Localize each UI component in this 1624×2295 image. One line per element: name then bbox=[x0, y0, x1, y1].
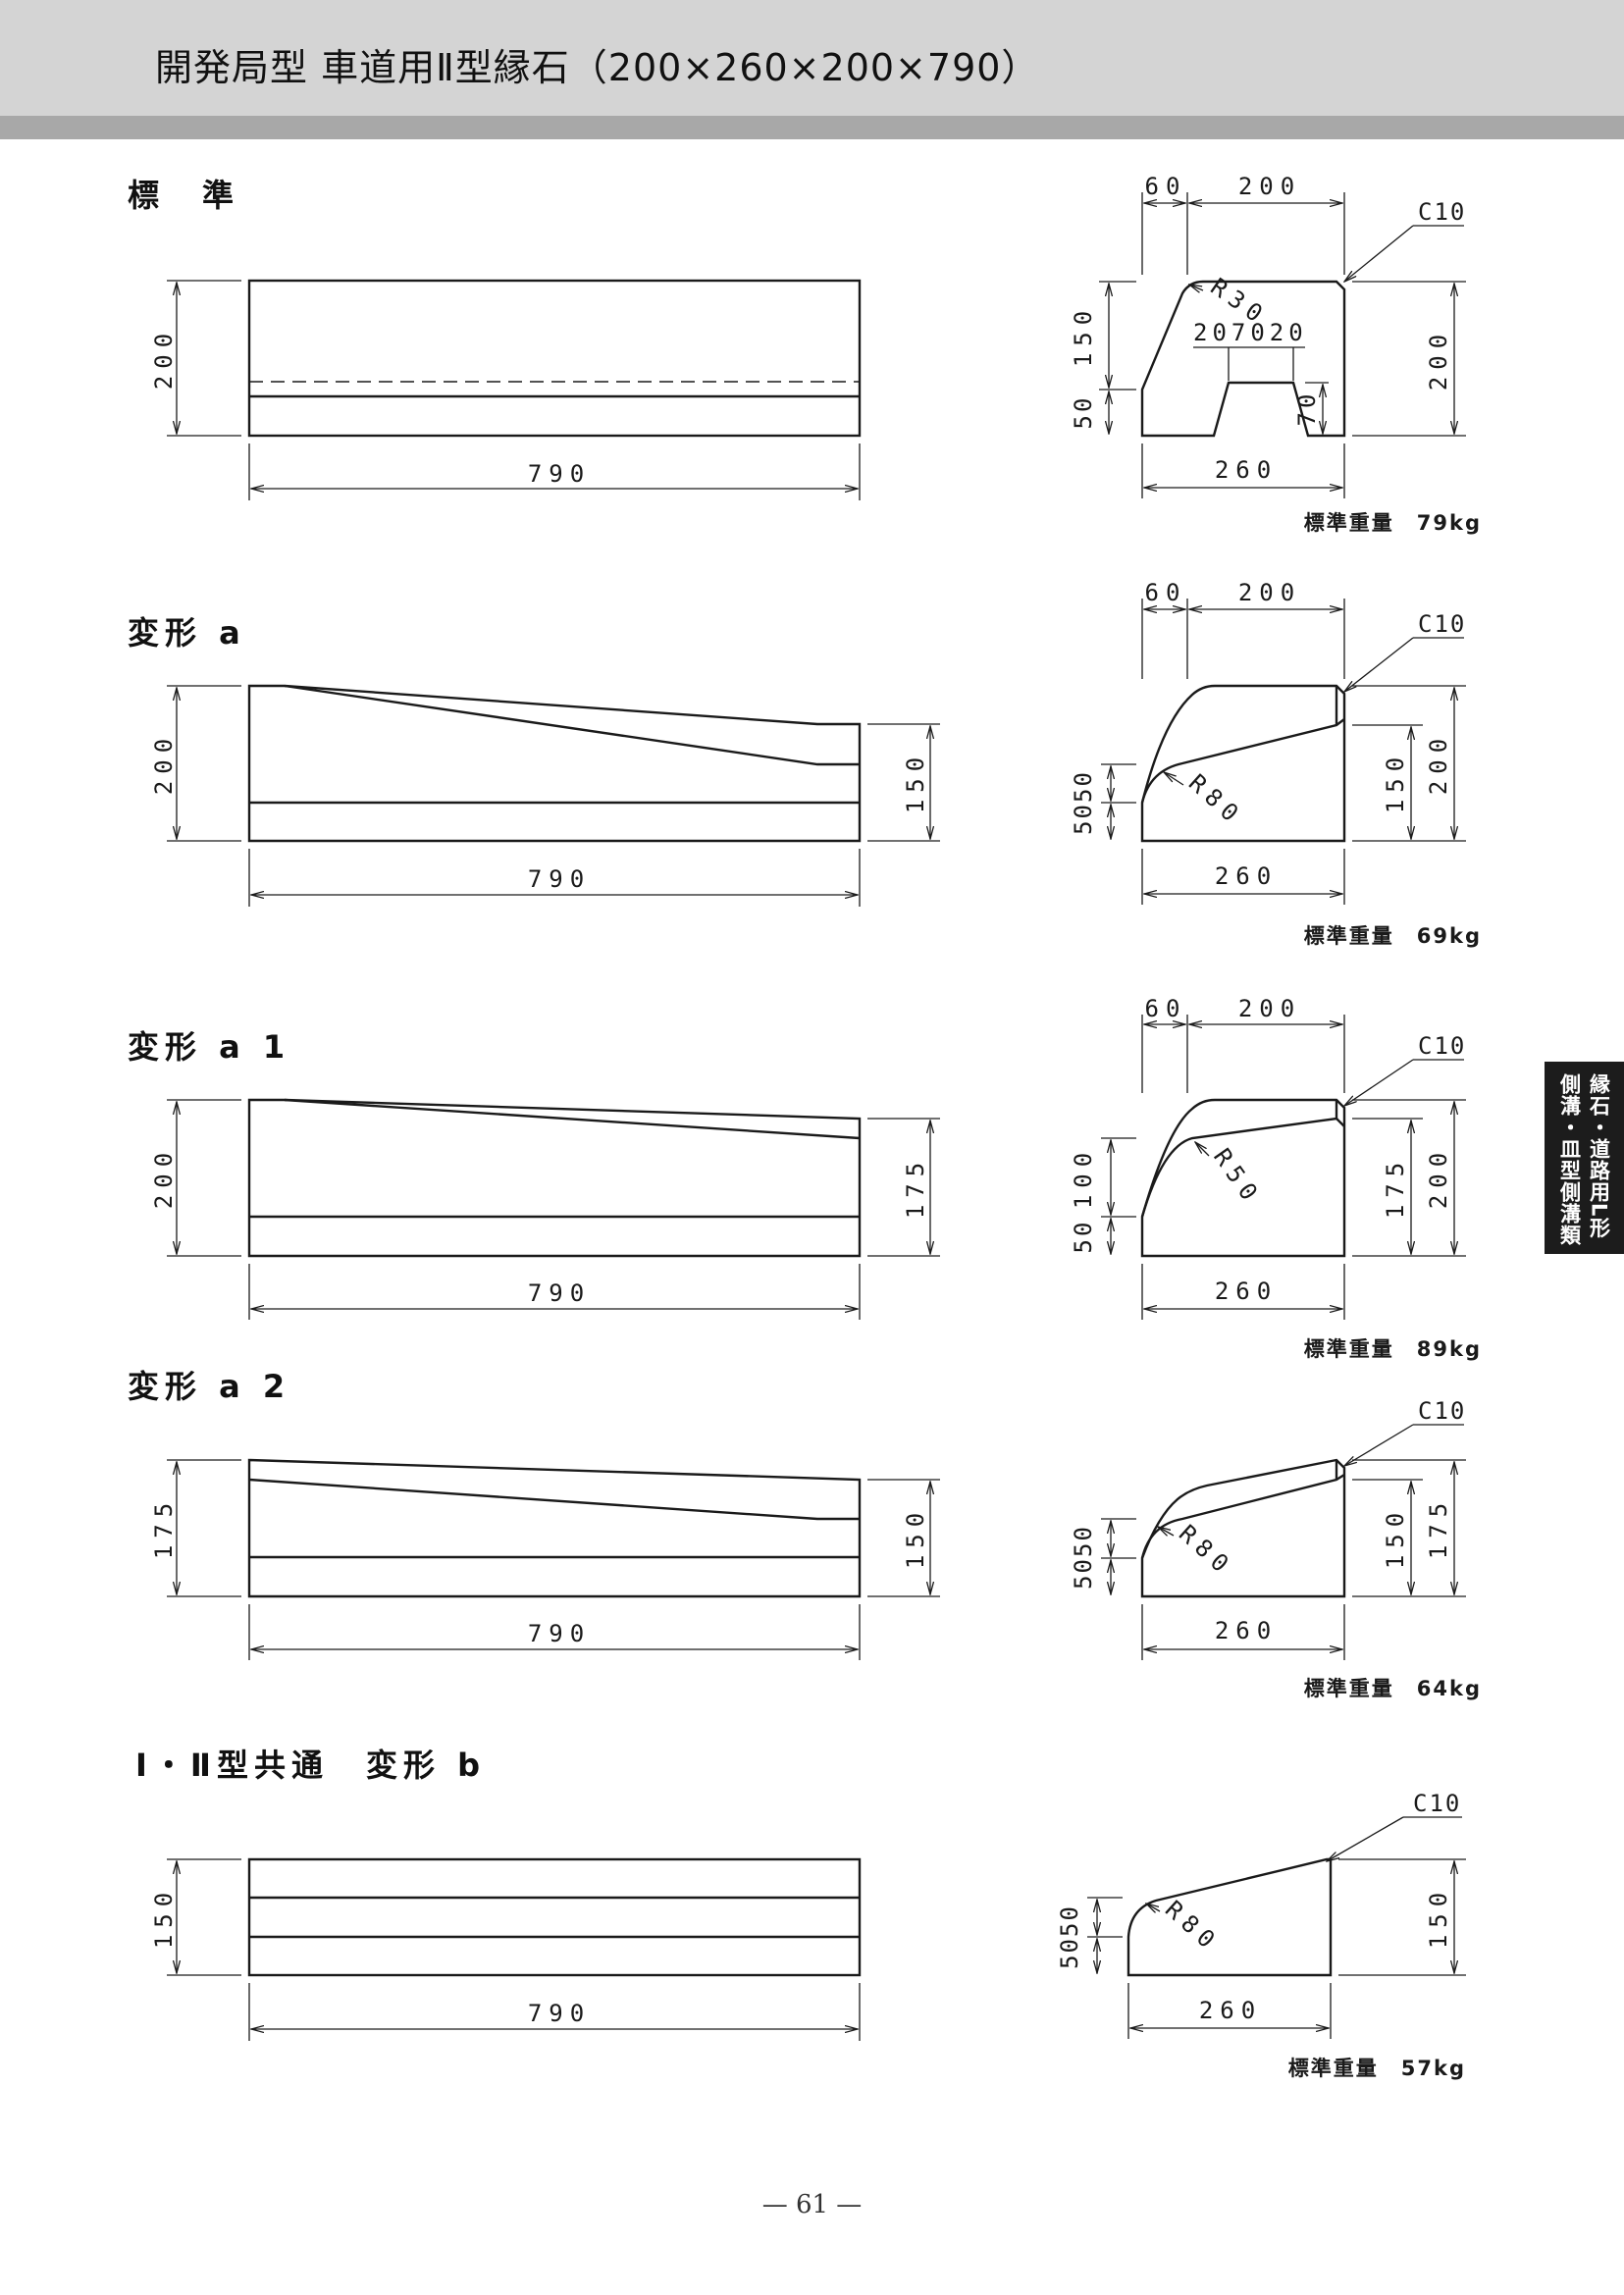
dim-length: 790 bbox=[528, 865, 591, 893]
dim-top-left: 60 bbox=[1145, 995, 1187, 1022]
section-title-variant-a2: 変形 a 2 bbox=[128, 1368, 291, 1405]
variant-a1-side-view: 200 175 790 bbox=[150, 1098, 940, 1320]
chamfer-label: C10 bbox=[1418, 1397, 1466, 1425]
dim-right-height: 150 bbox=[902, 751, 929, 813]
variant-b-side-view: 150 790 bbox=[150, 1857, 862, 2041]
variant-b-cross-section: C10 R80 5050 150 260 bbox=[1056, 1790, 1466, 2039]
dim-height: 150 bbox=[150, 1886, 178, 1949]
variant-a2-side-view: 175 150 790 bbox=[150, 1458, 940, 1660]
dim-inner-right: 150 bbox=[1382, 751, 1409, 813]
radius-label: R80 bbox=[1183, 769, 1249, 832]
section-title-variant-b: Ⅰ・Ⅱ型共通 変形 b bbox=[135, 1747, 487, 1784]
dim-height: 200 bbox=[150, 732, 178, 795]
radius-label: R80 bbox=[1174, 1520, 1239, 1583]
section-title-variant-a: 変形 a bbox=[128, 614, 246, 652]
dim-right: 200 bbox=[1425, 328, 1452, 391]
dim-left: 5050 bbox=[1070, 1525, 1097, 1590]
dim-right: 200 bbox=[1425, 1146, 1452, 1209]
chamfer-label: C10 bbox=[1413, 1790, 1461, 1817]
dim-inner-right: 175 bbox=[1382, 1156, 1409, 1219]
section-title-variant-a1: 変形 a 1 bbox=[128, 1028, 291, 1066]
dim-height: 200 bbox=[150, 327, 178, 390]
side-tab-line-1: 縁石・道路用L形 bbox=[1587, 1073, 1611, 1239]
page-title: 開発局型 車道用Ⅱ型縁石（200×260×200×790） bbox=[155, 46, 1040, 89]
dim-top-right: 200 bbox=[1238, 579, 1301, 606]
section-title-standard: 標 準 bbox=[128, 177, 240, 214]
dim-bottom: 260 bbox=[1215, 1278, 1278, 1305]
chamfer-label: C10 bbox=[1418, 610, 1466, 638]
dim-right: 175 bbox=[1425, 1496, 1452, 1559]
category-side-tab[interactable]: 縁石・道路用L形 側溝・皿型側溝類 bbox=[1545, 1062, 1624, 1254]
dim-left-lower: 50 bbox=[1070, 395, 1097, 430]
side-tab-line-2: 側溝・皿型側溝類 bbox=[1557, 1073, 1582, 1246]
weight-variant-b: 標準重量 57kg bbox=[1288, 2057, 1466, 2080]
dim-right: 150 bbox=[1425, 1886, 1452, 1949]
dim-left-upper: 150 bbox=[1070, 304, 1097, 367]
dim-left: 5050 bbox=[1070, 770, 1097, 835]
weight-variant-a2: 標準重量 64kg bbox=[1304, 1677, 1482, 1700]
dim-left-upper: 100 bbox=[1070, 1146, 1097, 1209]
dim-left: 5050 bbox=[1056, 1904, 1083, 1969]
chamfer-label: C10 bbox=[1418, 1032, 1466, 1060]
standard-side-view: 790 200 bbox=[150, 279, 862, 500]
weight-variant-a1: 標準重量 89kg bbox=[1304, 1337, 1482, 1361]
page-header bbox=[0, 0, 1624, 116]
dim-length: 790 bbox=[528, 2000, 591, 2027]
dim-bottom: 260 bbox=[1215, 456, 1278, 484]
groove-dims: 207020 bbox=[1193, 319, 1308, 346]
variant-a1-cross-section: 60 200 C10 R50 100 50 175 200 260 bbox=[1070, 995, 1466, 1320]
header-accent-bar bbox=[0, 116, 1624, 139]
radius-label: R50 bbox=[1208, 1143, 1267, 1211]
weight-standard: 標準重量 79kg bbox=[1304, 511, 1482, 535]
dim-top-right: 200 bbox=[1238, 173, 1301, 200]
dim-right-height: 150 bbox=[902, 1506, 929, 1569]
dim-bottom: 260 bbox=[1199, 1997, 1262, 2024]
page-number: — 61 — bbox=[761, 2190, 863, 2219]
variant-a-side-view: 200 150 790 bbox=[150, 684, 940, 907]
dim-right: 200 bbox=[1425, 732, 1452, 795]
weight-variant-a: 標準重量 69kg bbox=[1304, 924, 1482, 948]
standard-cross-section: 60 200 C10 R30 207020 70 150 50 200 260 bbox=[1070, 173, 1466, 498]
dim-top-left: 60 bbox=[1145, 173, 1187, 200]
dim-top-right: 200 bbox=[1238, 995, 1301, 1022]
dim-bottom: 260 bbox=[1215, 862, 1278, 890]
dim-top-left: 60 bbox=[1145, 579, 1187, 606]
chamfer-label: C10 bbox=[1418, 198, 1466, 226]
dim-length: 790 bbox=[528, 1279, 591, 1307]
dim-bottom: 260 bbox=[1215, 1617, 1278, 1644]
dim-right-height: 175 bbox=[902, 1156, 929, 1219]
radius-label: R80 bbox=[1160, 1896, 1226, 1958]
variant-a2-cross-section: C10 R80 5050 150 175 260 bbox=[1070, 1397, 1466, 1660]
groove-depth: 70 bbox=[1293, 391, 1321, 427]
dim-length: 790 bbox=[528, 460, 591, 488]
dim-inner-right: 150 bbox=[1382, 1506, 1409, 1569]
dim-length: 790 bbox=[528, 1620, 591, 1647]
variant-a-cross-section: 60 200 C10 R80 5050 150 200 260 bbox=[1070, 579, 1466, 905]
dim-height: 175 bbox=[150, 1496, 178, 1559]
dim-height: 200 bbox=[150, 1146, 178, 1209]
dim-left-lower: 50 bbox=[1070, 1220, 1097, 1254]
